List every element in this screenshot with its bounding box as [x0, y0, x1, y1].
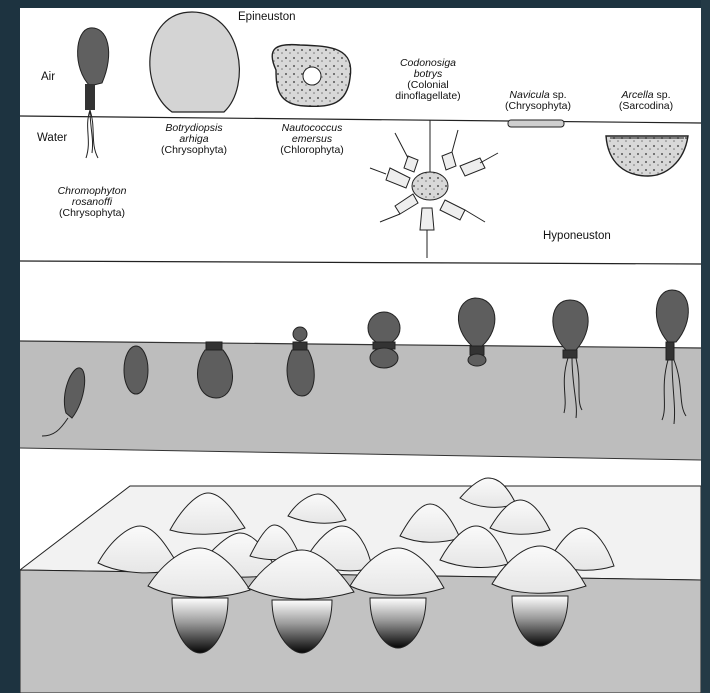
label-chromophyton: Chromophyton rosanoffi (Chrysophyta)	[42, 186, 142, 219]
cell-stage-7	[553, 300, 588, 350]
cell-stage-6	[458, 298, 494, 346]
label-arcella: Arcella sp. (Sarcodina)	[596, 90, 696, 112]
label-hyponeuston: Hyponeuston	[543, 231, 611, 242]
water-layer	[20, 341, 701, 460]
label-navicula: Navicula sp. (Chrysophyta)	[488, 90, 588, 112]
codonosiga-colony	[370, 120, 498, 258]
cell-stage-4	[287, 350, 314, 396]
cell-stage-5	[368, 312, 400, 344]
nautococcus-cell	[272, 45, 351, 107]
cell-stage-2	[124, 346, 148, 394]
chromophyton-cell	[78, 28, 109, 158]
slide-border-left	[0, 0, 20, 693]
navicula-cell	[508, 120, 564, 127]
label-water: Water	[37, 133, 67, 144]
arcella-group: (Sarcodina)	[596, 101, 696, 112]
botrydiopsis-group: (Chrysophyta)	[144, 145, 244, 156]
cell-stage-3	[197, 350, 232, 398]
navicula-group: (Chrysophyta)	[488, 101, 588, 112]
water-surface-line-top	[20, 116, 701, 123]
slide-border-right	[701, 0, 710, 693]
cell-stage-8	[656, 290, 688, 342]
slide-border-top	[0, 0, 710, 8]
label-botrydiopsis: Botrydiopsis arhiga (Chrysophyta)	[144, 123, 244, 156]
neuston-figure: Epineuston Air Water Hyponeuston Chromop…	[20, 8, 701, 693]
panel-divider-1	[20, 261, 701, 264]
nautococcus-group: (Chlorophyta)	[262, 145, 362, 156]
label-nautococcus: Nautococcus emersus (Chlorophyta)	[262, 123, 362, 156]
panel-colonization-sequence	[20, 290, 701, 460]
label-air: Air	[41, 72, 55, 83]
label-epineuston: Epineuston	[238, 12, 296, 23]
arcella-cell	[606, 136, 688, 176]
botrydiopsis-cell	[150, 12, 240, 112]
chromophyton-group: (Chrysophyta)	[42, 208, 142, 219]
label-codonosiga: Codonosiga botrys (Colonial dinoflagella…	[378, 58, 478, 102]
panel-surface-block	[20, 466, 701, 693]
codonosiga-note-2: dinoflagellate)	[378, 91, 478, 102]
